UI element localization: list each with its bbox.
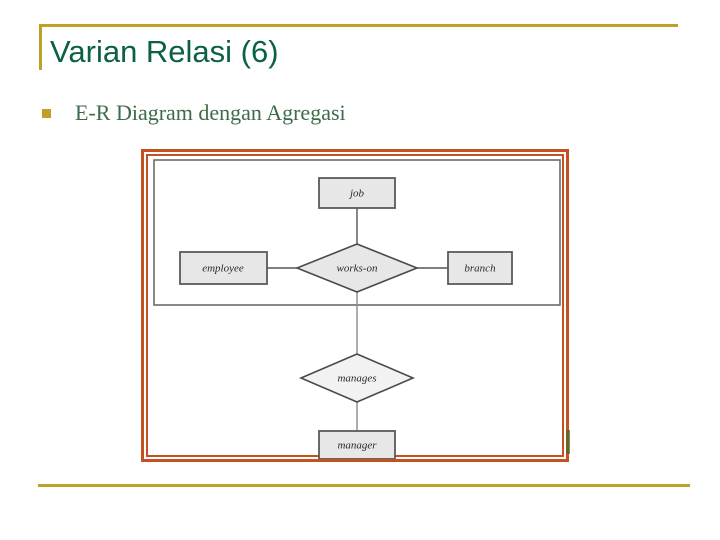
entity-box-branch xyxy=(447,251,513,285)
bullet-item-label: E-R Diagram dengan Agregasi xyxy=(75,100,346,125)
page-title: Varian Relasi (6) xyxy=(50,34,279,69)
entity-label-employee: employee xyxy=(202,263,244,275)
entity-box-job xyxy=(318,177,396,209)
er-diagram-picture-frame: job employee branch works-on manages xyxy=(141,149,569,462)
entity-label-manager: manager xyxy=(337,440,377,452)
entity-box-employee xyxy=(179,251,268,285)
bullet-list-item: E-R Diagram dengan Agregasi xyxy=(42,100,346,126)
entity-box-manager xyxy=(318,430,396,459)
square-bullet-icon xyxy=(42,108,51,118)
entity-label-branch: branch xyxy=(464,263,496,275)
relationship-diamond-manages xyxy=(298,353,416,403)
footer-accent-rule xyxy=(38,484,690,487)
relationship-diamond-works-on xyxy=(294,243,420,293)
relationship-label-works-on: works-on xyxy=(337,263,378,275)
relationship-label-manages: manages xyxy=(337,373,376,385)
frame-edge-artifact xyxy=(566,430,570,454)
entity-label-job: job xyxy=(348,188,365,200)
picture-frame-inner-border: job employee branch works-on manages xyxy=(146,154,564,459)
er-diagram-canvas: job employee branch works-on manages xyxy=(148,156,562,459)
title-accent-rule-top xyxy=(39,24,678,27)
title-accent-bar-left xyxy=(39,24,42,70)
